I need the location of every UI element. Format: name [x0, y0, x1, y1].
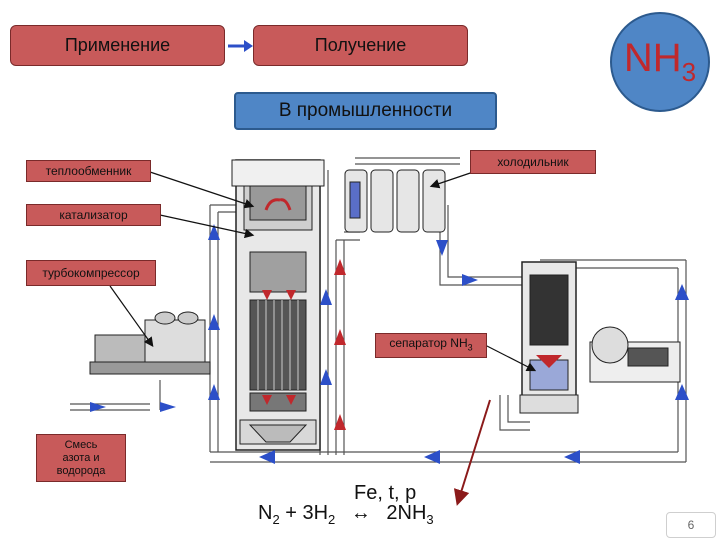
application-button[interactable]: Применение: [10, 25, 225, 66]
red-flow-arrows: [334, 259, 346, 430]
nh3-badge[interactable]: NH3: [610, 12, 710, 112]
page-number: 6: [666, 512, 716, 538]
reaction-conditions: Fe, t, p: [354, 482, 417, 504]
product-pointer: [453, 399, 491, 506]
nav-arrow-icon: [228, 40, 253, 52]
label-gas-mixture: Смесь азота и водорода: [36, 434, 126, 482]
label-catalyst: катализатор: [26, 204, 161, 226]
label-heat-exchanger: теплообменник: [26, 160, 151, 182]
separator-vessel: [519, 261, 579, 414]
left-turbocompressor: [89, 311, 211, 375]
production-label: Получение: [314, 35, 407, 55]
label-separator: сепаратор NH3: [375, 333, 487, 358]
industry-button[interactable]: В промышленности: [234, 92, 497, 130]
nh3-formula: NH3: [623, 36, 697, 87]
label-pointers: [109, 167, 537, 372]
reactor-column: [231, 159, 325, 451]
cooler-units: [344, 169, 446, 233]
label-turbocompressor: турбокомпрессор: [26, 260, 156, 286]
equilibrium-arrow: ↔: [350, 502, 371, 524]
industry-label: В промышленности: [278, 100, 453, 121]
blue-flow-arrows: [90, 224, 689, 464]
production-button[interactable]: Получение: [253, 25, 468, 66]
application-label: Применение: [64, 35, 171, 55]
piping: [70, 157, 687, 463]
right-compressor: [589, 326, 681, 383]
label-cooler: холодильник: [470, 150, 596, 174]
reaction-equation: N2 + 3H2 ↔ 2NH3: [258, 502, 434, 527]
